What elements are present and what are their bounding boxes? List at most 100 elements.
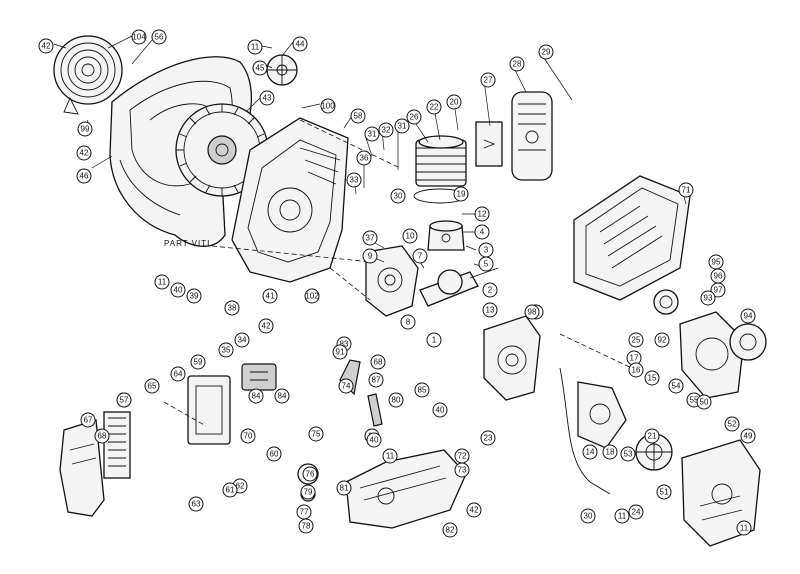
callout-97: 97 [710, 282, 726, 298]
callout-circle [620, 446, 636, 462]
callout-circle [320, 98, 336, 114]
callout-39: 39 [186, 288, 202, 304]
callout-3: 3 [478, 242, 494, 258]
callout-circle [628, 504, 644, 520]
callout-number: 42 [262, 322, 271, 331]
callout-circle [304, 288, 320, 304]
callout-80: 80 [388, 392, 404, 408]
callout-number: 56 [155, 33, 164, 42]
callout-circle [224, 300, 240, 316]
callout-number: 40 [370, 436, 379, 445]
callout-circle [538, 44, 554, 60]
callout-circle [170, 366, 186, 382]
callout-circle [350, 108, 366, 124]
callout-number: 12 [478, 210, 487, 219]
callout-number: 17 [630, 354, 639, 363]
callout-68: 68 [370, 354, 386, 370]
callout-circle [400, 314, 416, 330]
callout-46: 46 [76, 168, 92, 184]
callout-circle [524, 304, 540, 320]
callout-59: 59 [190, 354, 206, 370]
callout-8: 8 [400, 314, 416, 330]
callout-circle [151, 29, 167, 45]
callout-circle [190, 354, 206, 370]
callout-number: 24 [632, 508, 641, 517]
callout-number: 9 [368, 252, 373, 261]
callout-number: 71 [682, 186, 691, 195]
callout-circle [247, 39, 263, 55]
callout-number: 82 [446, 526, 455, 535]
callout-circle [80, 412, 96, 428]
callout-1: 1 [426, 332, 442, 348]
callout-49: 49 [740, 428, 756, 444]
callout-number: 37 [366, 234, 375, 243]
flywheel-part [635, 433, 673, 471]
callout-circle [116, 392, 132, 408]
callout-circle [188, 496, 204, 512]
callout-104: 104 [131, 29, 147, 45]
callout-circle [453, 186, 469, 202]
callout-82: 82 [442, 522, 458, 538]
callout-number: 20 [450, 98, 459, 107]
callout-circle [336, 480, 352, 496]
callout-circle [368, 372, 384, 388]
carburetor-part [241, 363, 277, 391]
callout-circle [509, 56, 525, 72]
callout-40: 40 [432, 402, 448, 418]
callout-number: 11 [740, 524, 749, 533]
callout-number: 53 [624, 450, 633, 459]
callout-number: 39 [190, 292, 199, 301]
callout-number: 91 [336, 348, 345, 357]
crankcase-left-part [365, 245, 419, 317]
callout-number: 59 [194, 358, 203, 367]
callout-38: 38 [224, 300, 240, 316]
callout-50: 50 [696, 394, 712, 410]
callout-26: 26 [406, 109, 422, 125]
callout-circle [736, 520, 752, 536]
callout-number: 11 [386, 452, 395, 461]
callout-14: 14 [582, 444, 598, 460]
callout-52: 52 [724, 416, 740, 432]
callout-number: 99 [81, 125, 90, 134]
callout-31: 31 [364, 126, 380, 142]
callout-circle [240, 428, 256, 444]
callout-number: 42 [42, 42, 51, 51]
piston-part [427, 220, 465, 251]
callout-number: 23 [484, 434, 493, 443]
callout-circle [252, 60, 268, 76]
callout-number: 65 [148, 382, 157, 391]
callout-number: 63 [192, 500, 201, 509]
callout-circle [218, 342, 234, 358]
callout-circle [426, 99, 442, 115]
callout-circle [370, 354, 386, 370]
callout-circle [388, 392, 404, 408]
callout-45: 45 [252, 60, 268, 76]
callout-5: 5 [478, 256, 494, 272]
callout-number: 44 [296, 40, 305, 49]
callout-circle [614, 508, 630, 524]
callout-circle [364, 126, 380, 142]
callout-number: 35 [222, 346, 231, 355]
fuel-tank-part [345, 449, 467, 529]
callout-circle [258, 318, 274, 334]
callout-circle [186, 288, 202, 304]
callout-circle [668, 378, 684, 394]
callout-circle [346, 172, 362, 188]
callout-number: 2 [488, 286, 493, 295]
callout-77: 77 [296, 504, 312, 520]
callout-19: 19 [453, 186, 469, 202]
callout-81: 81 [336, 480, 352, 496]
callout-number: 29 [542, 48, 551, 57]
callout-94: 94 [740, 308, 756, 324]
callout-72: 72 [454, 448, 470, 464]
callout-15: 15 [644, 370, 660, 386]
callout-13: 13 [482, 302, 498, 318]
callout-number: 25 [632, 336, 641, 345]
rear-cover-part [681, 439, 761, 547]
callout-number: 33 [350, 176, 359, 185]
callout-circle [474, 206, 490, 222]
air-filter-cover-part [59, 419, 105, 517]
ring-part [653, 289, 679, 315]
